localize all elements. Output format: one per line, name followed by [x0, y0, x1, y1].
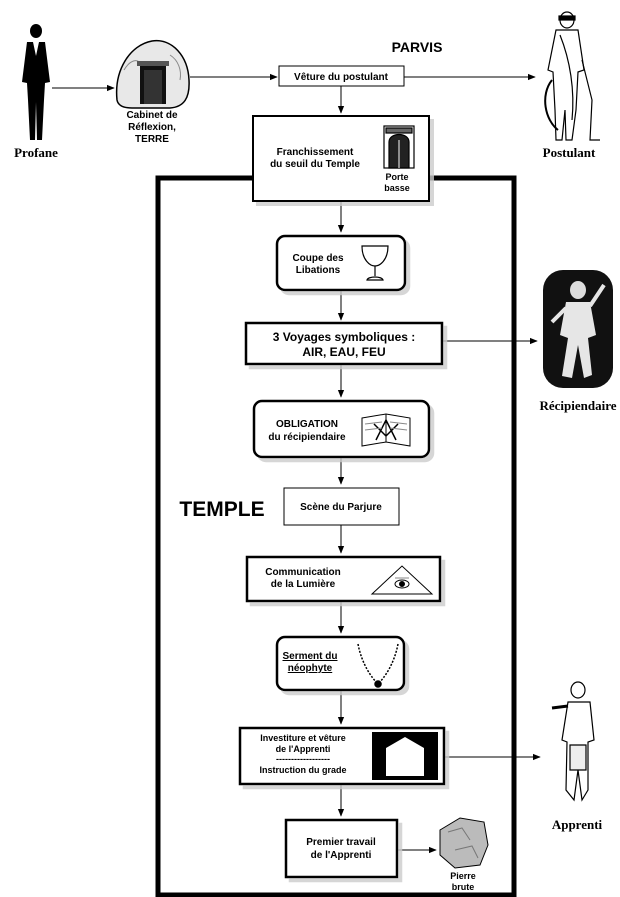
investiture-separator: ------------------: [276, 754, 330, 764]
step-travail: Premier travail de l'Apprenti: [284, 818, 399, 879]
apprenti-figure: Apprenti: [551, 681, 603, 832]
lumiere-label-1: Communication: [265, 567, 341, 578]
pierre-label-1: Pierre: [450, 871, 476, 881]
step-investiture: Investiture et vêture de l'Apprenti ----…: [238, 726, 446, 786]
profane-figure: Profane: [14, 24, 58, 160]
rough-stone-icon: [439, 817, 489, 869]
investiture-label-1: Investiture et vêture: [260, 733, 346, 743]
travail-label-1: Premier travail: [306, 837, 376, 848]
chalice-icon: [361, 245, 389, 281]
serment-label-2: néophyte: [288, 663, 333, 674]
cabinet-reflexion: Cabinet de Réflexion, TERRE: [115, 40, 190, 145]
step-parjure: Scène du Parjure: [283, 487, 400, 526]
step-seuil: Franchissement du seuil du Temple Porte …: [252, 115, 430, 202]
voyages-label-2: AIR, EAU, FEU: [302, 345, 385, 359]
porte-label-1: Porte: [385, 172, 408, 182]
cabinet-label-3: TERRE: [135, 134, 169, 145]
necklace-icon: [357, 643, 399, 688]
recipiendaire-figure: Récipiendaire: [539, 270, 617, 413]
cave-door-icon: [115, 40, 190, 109]
lumiere-label-2: de la Lumière: [271, 579, 336, 590]
pierre-label-2: brute: [452, 882, 475, 892]
connectors: [52, 73, 541, 854]
coupe-label-1: Coupe des: [292, 253, 344, 264]
apron-icon: [372, 732, 438, 780]
pierre-brute: Pierre brute: [439, 817, 489, 892]
serment-label-1: Serment du: [282, 651, 337, 662]
cabinet-label-1: Cabinet de: [126, 110, 178, 121]
cabinet-label-2: Réflexion,: [128, 122, 176, 133]
travail-label-2: de l'Apprenti: [311, 850, 372, 861]
obligation-label-2: du récipiendaire: [268, 432, 346, 443]
step-serment: Serment du néophyte: [275, 635, 406, 692]
apprenti-label: Apprenti: [552, 817, 603, 832]
step-veture: Vêture du postulant: [278, 65, 405, 87]
porte-label-2: basse: [384, 183, 410, 193]
investiture-label-2: de l'Apprenti: [276, 744, 331, 754]
voyages-label-1: 3 Voyages symboliques :: [273, 330, 416, 344]
recipiendaire-label: Récipiendaire: [539, 398, 616, 413]
obligation-label-1: OBLIGATION: [276, 419, 338, 430]
profane-label: Profane: [14, 145, 58, 160]
postulant-label: Postulant: [543, 145, 596, 160]
all-seeing-eye-triangle-icon: [370, 565, 434, 595]
postulant-figure: Postulant: [543, 11, 600, 160]
parjure-label: Scène du Parjure: [300, 502, 382, 513]
step-obligation: OBLIGATION du récipiendaire: [252, 399, 431, 459]
suited-man-icon: [22, 24, 50, 140]
step-coupe: Coupe des Libations: [275, 234, 407, 292]
recipiendaire-engraving-icon: [543, 270, 613, 388]
veture-label: Vêture du postulant: [294, 72, 389, 83]
open-book-compass-square-icon: [361, 413, 411, 447]
blindfolded-postulant-icon: [544, 11, 600, 141]
arched-door-icon: [383, 125, 415, 169]
step-lumiere: Communication de la Lumière: [245, 555, 442, 603]
parvis-title: PARVIS: [392, 39, 443, 55]
seuil-label-1: Franchissement: [277, 147, 354, 158]
coupe-label-2: Libations: [296, 265, 341, 276]
seuil-label-2: du seuil du Temple: [270, 159, 360, 170]
temple-title: TEMPLE: [179, 498, 264, 521]
apprenti-engraving-icon: [551, 681, 595, 802]
investiture-label-3: Instruction du grade: [259, 765, 346, 775]
step-voyages: 3 Voyages symboliques : AIR, EAU, FEU: [244, 321, 444, 366]
